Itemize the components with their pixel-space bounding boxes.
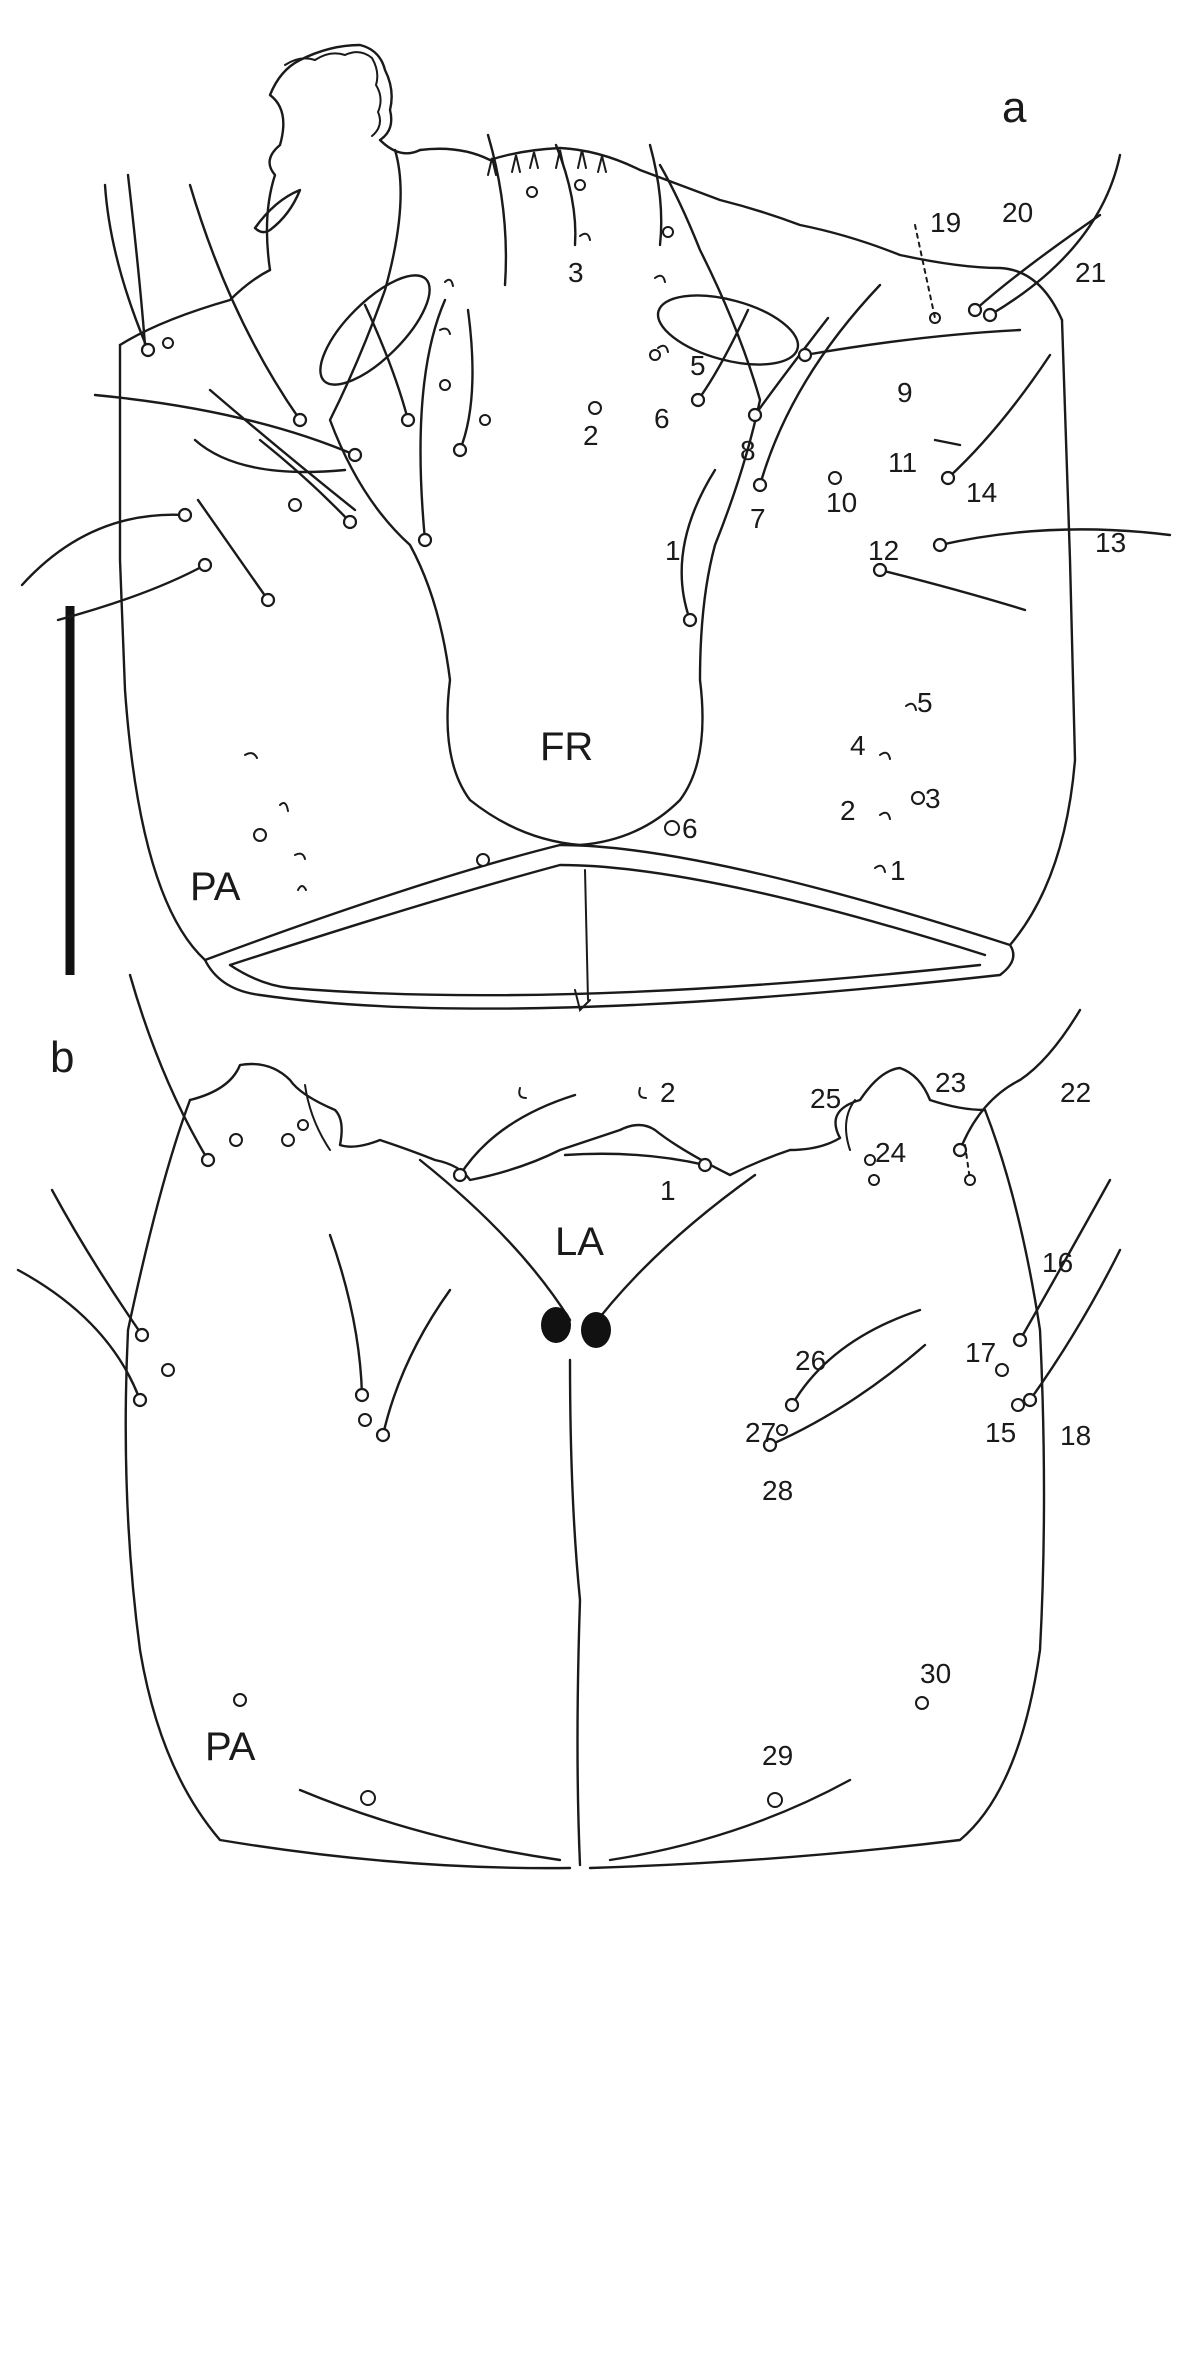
svg-text:10: 10 — [826, 487, 857, 518]
svg-text:6: 6 — [682, 813, 698, 844]
panel-label-a: a — [1002, 83, 1027, 132]
posterior-ridge — [298, 1778, 852, 1862]
mandible — [265, 43, 422, 272]
svg-text:8: 8 — [740, 435, 756, 466]
mandible-lobe — [253, 188, 302, 234]
svg-text:7: 7 — [750, 503, 766, 534]
region-label-la: LA — [555, 1220, 604, 1264]
sockets-dorsal — [140, 179, 998, 867]
head-capsule-outline-dorsal — [118, 318, 1077, 962]
setae-ventral — [16, 973, 1122, 1447]
svg-text:21: 21 — [1075, 257, 1106, 288]
panel-label-b: b — [50, 1033, 74, 1082]
svg-text:20: 20 — [1002, 197, 1033, 228]
svg-text:28: 28 — [762, 1475, 793, 1506]
svg-text:2: 2 — [840, 795, 856, 826]
svg-text:9: 9 — [897, 377, 913, 408]
panel-b: b LA PA — [16, 973, 1122, 1870]
svg-text:2: 2 — [660, 1077, 676, 1108]
svg-text:6: 6 — [654, 403, 670, 434]
svg-text:1: 1 — [890, 855, 906, 886]
sockets-ventral — [132, 1119, 1038, 1808]
antennal-socket-left — [319, 274, 431, 386]
svg-text:5: 5 — [917, 687, 933, 718]
svg-text:14: 14 — [966, 477, 997, 508]
region-label-fr: FR — [540, 725, 593, 769]
micro-setae-dorsal — [244, 224, 971, 1181]
occipital-collar — [203, 843, 1015, 1010]
svg-text:4: 4 — [850, 730, 866, 761]
svg-text:16: 16 — [1042, 1247, 1073, 1278]
seta-labels-ventral: 1 2 15 16 17 18 22 23 24 25 26 27 28 29 … — [660, 1067, 1091, 1771]
svg-text:1: 1 — [665, 535, 681, 566]
svg-text:26: 26 — [795, 1345, 826, 1376]
svg-text:30: 30 — [920, 1658, 951, 1689]
seta-labels-dorsal: 1 2 3 5 6 7 8 9 10 11 12 13 14 19 20 21 — [568, 197, 1126, 566]
svg-text:27: 27 — [745, 1417, 776, 1448]
anterior-margin-ventral — [188, 1062, 987, 1182]
labial-suture — [418, 1158, 757, 1867]
mandible-teeth — [284, 51, 382, 137]
submentum-lobes — [304, 1084, 856, 1151]
svg-text:3: 3 — [925, 783, 941, 814]
svg-text:2: 2 — [583, 420, 599, 451]
tentorial-pit-left — [541, 1307, 571, 1343]
parietal-labels-dorsal: 1 2 3 4 5 6 — [682, 687, 941, 886]
svg-text:29: 29 — [762, 1740, 793, 1771]
median-suture-dorsal — [574, 869, 591, 1012]
svg-text:11: 11 — [888, 447, 917, 478]
svg-text:18: 18 — [1060, 1420, 1091, 1451]
svg-text:15: 15 — [985, 1417, 1016, 1448]
micro-setae-ventral — [518, 1087, 647, 1099]
tentorial-pit-right — [581, 1312, 611, 1348]
head-capsule-outline-ventral — [124, 1098, 1046, 1870]
svg-text:17: 17 — [965, 1337, 996, 1368]
anterior-margin — [118, 146, 1064, 347]
svg-text:19: 19 — [930, 207, 961, 238]
antennal-socket-right — [656, 294, 800, 366]
svg-text:25: 25 — [810, 1083, 841, 1114]
svg-text:12: 12 — [868, 535, 899, 566]
svg-text:24: 24 — [875, 1137, 906, 1168]
region-label-pa-ventral: PA — [205, 1725, 256, 1769]
region-label-pa-dorsal: PA — [190, 865, 241, 909]
svg-text:5: 5 — [690, 350, 706, 381]
panel-a: a FR PA — [20, 43, 1172, 1181]
svg-text:22: 22 — [1060, 1077, 1091, 1108]
svg-text:23: 23 — [935, 1067, 966, 1098]
svg-text:13: 13 — [1095, 527, 1126, 558]
setae-dorsal — [20, 133, 1172, 622]
svg-text:1: 1 — [660, 1175, 676, 1206]
clypeal-denticles — [487, 149, 607, 176]
svg-text:3: 3 — [568, 257, 584, 288]
